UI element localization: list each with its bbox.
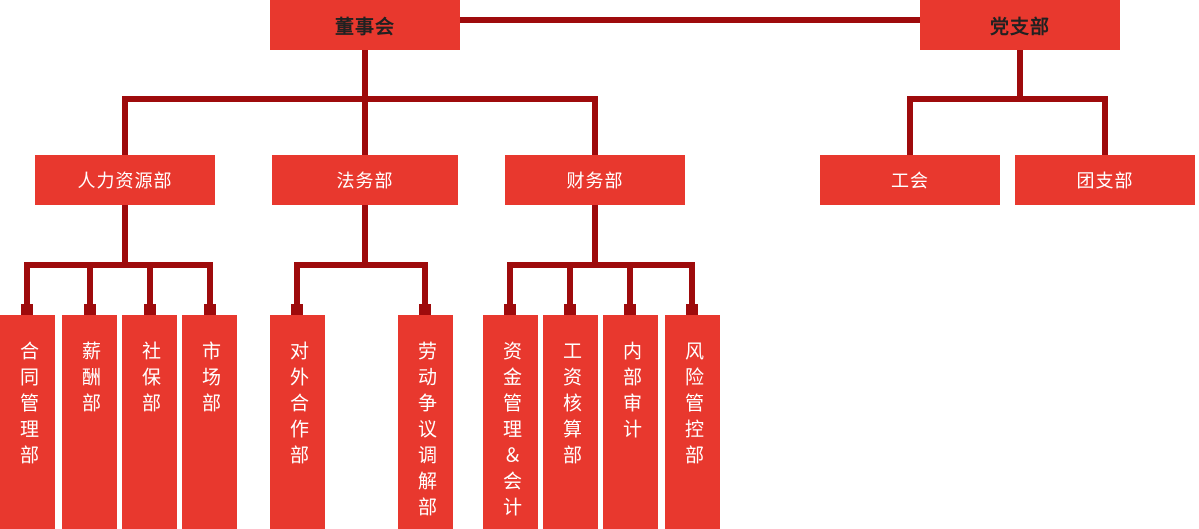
node-social-security-label: 社保部 (139, 341, 160, 419)
node-social-security[interactable]: 社保部 (122, 315, 177, 529)
connector-drop-compensation (87, 262, 93, 315)
connector-nub-risk (686, 304, 698, 315)
node-fund-accounting-label: 资金管理＆会计 (500, 341, 521, 523)
node-hr-dept[interactable]: 人力资源部 (35, 155, 215, 205)
connector-drop-contract (24, 262, 30, 315)
node-internal-audit[interactable]: 内部审计 (603, 315, 658, 529)
node-labor-union-label: 工会 (891, 171, 929, 191)
node-labor-union[interactable]: 工会 (820, 155, 1000, 205)
node-internal-audit-label: 内部审计 (620, 341, 641, 445)
node-external-cooperation-label: 对外合作部 (287, 341, 308, 471)
node-compensation[interactable]: 薪酬部 (62, 315, 117, 529)
node-risk-control[interactable]: 风险管控部 (665, 315, 720, 529)
connector-party-bus (907, 96, 1108, 102)
connector-nub-fund (504, 304, 516, 315)
node-market[interactable]: 市场部 (182, 315, 237, 529)
connector-drop-audit (627, 262, 633, 315)
connector-drop-union (907, 96, 913, 155)
connector-drop-youth (1102, 96, 1108, 155)
node-risk-control-label: 风险管控部 (682, 341, 703, 471)
connector-board-bus (122, 96, 598, 102)
connector-finance-bus (507, 262, 695, 268)
connector-drop-dispute (422, 262, 428, 315)
connector-board-stem (362, 50, 368, 100)
connector-party-stem (1017, 50, 1023, 102)
node-board-label: 董事会 (334, 16, 395, 38)
connector-nub-dispute (419, 304, 431, 315)
node-legal-dept-label: 法务部 (336, 171, 394, 191)
connector-nub-compensation (84, 304, 96, 315)
connector-nub-social (144, 304, 156, 315)
connector-drop-hr (122, 96, 128, 155)
node-party-branch-label: 党支部 (989, 16, 1050, 38)
node-finance-dept[interactable]: 财务部 (505, 155, 685, 205)
connector-board-party (460, 17, 920, 23)
connector-drop-finance (592, 96, 598, 155)
node-youth-league-label: 团支部 (1076, 171, 1134, 191)
connector-drop-payroll (567, 262, 573, 315)
connector-drop-fund (507, 262, 513, 315)
node-contract-management[interactable]: 合同管理部 (0, 315, 55, 529)
node-board[interactable]: 董事会 (270, 0, 460, 50)
node-payroll-label: 工资核算部 (560, 341, 581, 471)
node-hr-dept-label: 人力资源部 (77, 171, 173, 191)
node-labor-dispute-mediation[interactable]: 劳动争议调解部 (398, 315, 453, 529)
node-fund-accounting[interactable]: 资金管理＆会计 (483, 315, 538, 529)
connector-drop-social (147, 262, 153, 315)
connector-nub-audit (624, 304, 636, 315)
connector-finance-stem (592, 205, 598, 265)
connector-drop-risk (689, 262, 695, 315)
connector-drop-market (207, 262, 213, 315)
node-contract-management-label: 合同管理部 (17, 341, 38, 471)
connector-nub-market (204, 304, 216, 315)
connector-drop-external (294, 262, 300, 315)
node-finance-dept-label: 财务部 (566, 171, 624, 191)
connector-nub-contract (21, 304, 33, 315)
connector-drop-legal (362, 96, 368, 155)
node-youth-league[interactable]: 团支部 (1015, 155, 1195, 205)
node-market-label: 市场部 (199, 341, 220, 419)
node-external-cooperation[interactable]: 对外合作部 (270, 315, 325, 529)
node-labor-dispute-mediation-label: 劳动争议调解部 (415, 341, 436, 523)
connector-nub-payroll (564, 304, 576, 315)
node-compensation-label: 薪酬部 (79, 341, 100, 419)
connector-nub-external (291, 304, 303, 315)
connector-hr-stem (122, 205, 128, 265)
connector-hr-bus (24, 262, 213, 268)
connector-legal-bus (294, 262, 428, 268)
node-party-branch[interactable]: 党支部 (920, 0, 1120, 50)
node-legal-dept[interactable]: 法务部 (272, 155, 458, 205)
connector-legal-stem (362, 205, 368, 265)
node-payroll[interactable]: 工资核算部 (543, 315, 598, 529)
